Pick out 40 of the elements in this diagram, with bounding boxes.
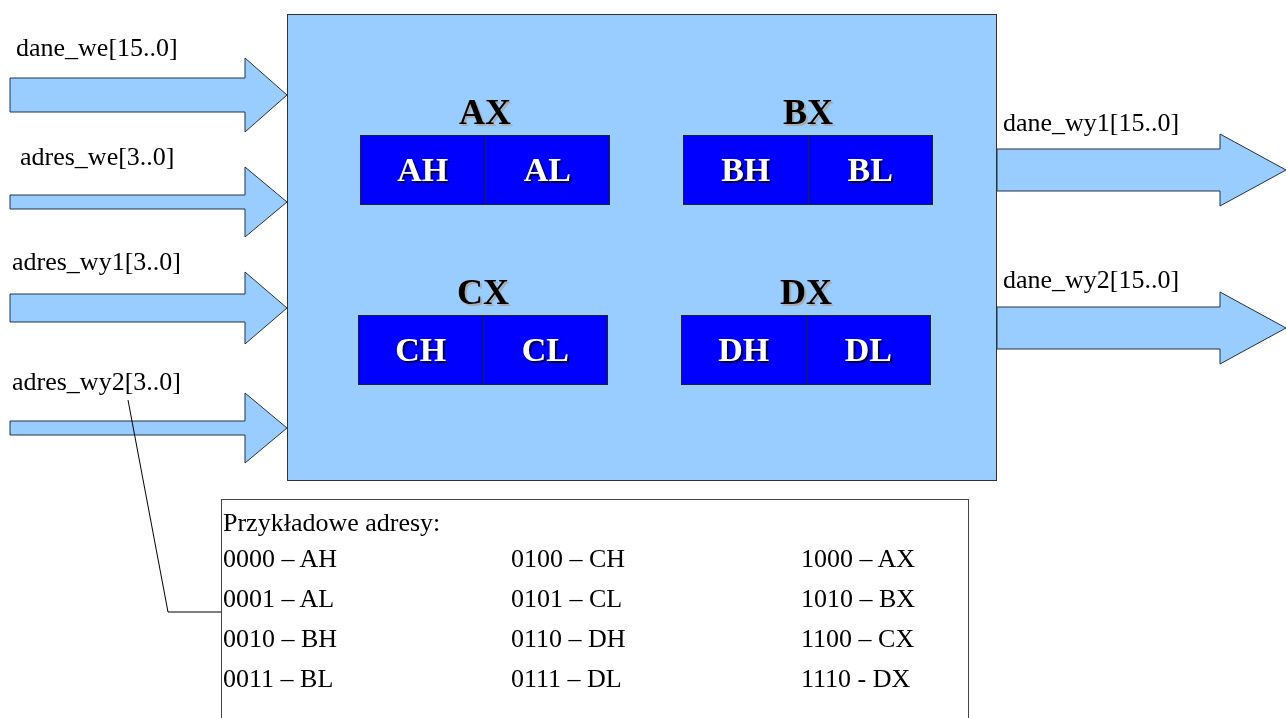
register-name: AX [459, 91, 511, 134]
register-name: BX [783, 91, 833, 134]
bus-arrow [9, 271, 288, 345]
signal-label: adres_wy1[3..0] [12, 247, 181, 277]
bus-arrow [9, 392, 288, 464]
register-half: DL [805, 316, 930, 384]
signal-label: dane_wy1[15..0] [1003, 108, 1180, 138]
register-half: BL [807, 136, 932, 204]
bus-arrow [9, 166, 288, 238]
register-half: AH [361, 136, 485, 204]
register-name: DX [780, 271, 832, 314]
component-block [287, 14, 997, 481]
bus-arrow [9, 57, 288, 133]
bus-arrow [996, 133, 1286, 207]
address-entry: 0110 – DH [511, 624, 627, 654]
register-half: CL [482, 316, 607, 384]
leader-line [127, 399, 222, 613]
signal-label: adres_we[3..0] [20, 142, 175, 172]
table-heading: Przykładowe adresy: [223, 508, 442, 538]
register-half: CH [359, 316, 483, 384]
address-table [221, 499, 969, 718]
address-entry: 0011 – BL [223, 664, 335, 694]
address-entry: 0000 – AH [223, 544, 339, 574]
address-entry: 0001 – AL [223, 584, 336, 614]
register-half: AL [484, 136, 609, 204]
address-entry: 1110 - DX [801, 664, 912, 694]
signal-label: adres_wy2[3..0] [12, 367, 181, 397]
signal-label: dane_we[15..0] [16, 33, 178, 63]
address-entry: 1100 – CX [801, 624, 916, 654]
register-half: DH [682, 316, 806, 384]
address-entry: 0100 – CH [511, 544, 627, 574]
signal-label: dane_wy2[15..0] [1003, 265, 1180, 295]
address-entry: 0010 – BH [223, 624, 339, 654]
register-name: CX [457, 271, 509, 314]
address-entry: 1000 – AX [801, 544, 917, 574]
register-half: BH [684, 136, 808, 204]
address-entry: 1010 – BX [801, 584, 917, 614]
address-entry: 0101 – CL [511, 584, 624, 614]
address-entry: 0111 – DL [511, 664, 623, 694]
bus-arrow [996, 291, 1286, 365]
